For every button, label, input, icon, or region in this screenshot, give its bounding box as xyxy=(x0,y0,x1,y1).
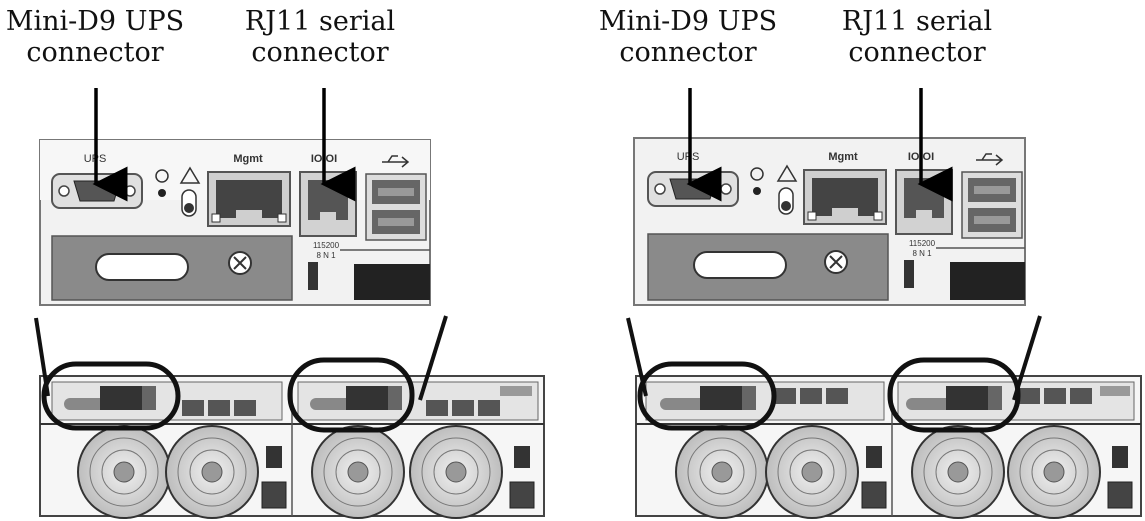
ground-icon xyxy=(750,167,764,181)
callout-rj11-right: RJ11 serial connector xyxy=(832,6,1002,68)
callout-ups-right: Mini-D9 UPS connector xyxy=(593,6,783,68)
power-inlet xyxy=(509,481,535,509)
callout-line: RJ11 serial xyxy=(244,6,396,37)
callout-line: connector xyxy=(619,37,757,68)
warning-icon xyxy=(179,166,201,184)
callout-line: connector xyxy=(848,37,986,68)
zoom-panel-left: UPS Mgmt IOIOI 115200 8 N 1 xyxy=(39,139,431,306)
ups-port-label: UPS xyxy=(677,151,700,163)
mgmt-port-label: Mgmt xyxy=(233,153,263,165)
callout-arrows xyxy=(92,88,953,202)
power-inlet xyxy=(1107,481,1133,509)
callout-rj11-left: RJ11 serial connector xyxy=(235,6,405,68)
zoom-lines-right xyxy=(626,315,1042,401)
power-inlet xyxy=(261,481,287,509)
callout-line: Mini-D9 UPS xyxy=(598,6,778,37)
usb-ports xyxy=(365,173,427,241)
callout-line: Mini-D9 UPS xyxy=(5,6,185,37)
chassis-right xyxy=(635,357,1142,519)
highlight-oval xyxy=(887,357,1021,433)
highlight-oval xyxy=(637,361,777,431)
rj11-serial-port xyxy=(299,171,357,237)
warning-icon xyxy=(776,164,798,182)
power-switch xyxy=(266,446,282,468)
ground-icon xyxy=(155,169,169,183)
mgmt-port-label: Mgmt xyxy=(828,151,858,163)
serial-settings-label: 8 N 1 xyxy=(912,249,932,258)
led-indicator xyxy=(753,187,761,195)
usb-icon xyxy=(382,155,410,168)
highlight-oval xyxy=(287,357,415,433)
callout-ups-left: Mini-D9 UPS connector xyxy=(0,6,190,68)
callout-line: connector xyxy=(251,37,389,68)
mgmt-ethernet-port xyxy=(803,169,887,225)
power-switch xyxy=(866,446,882,468)
zoom-panel-right: UPS Mgmt IOIOI 115200 8 N 1 xyxy=(633,137,1026,306)
power-switch xyxy=(1112,446,1128,468)
usb-icon xyxy=(976,153,1004,166)
power-inlet xyxy=(861,481,887,509)
mgmt-ethernet-port xyxy=(207,171,291,227)
power-switch xyxy=(514,446,530,468)
baud-rate-label: 115200 xyxy=(313,241,340,250)
baud-rate-label: 115200 xyxy=(909,239,936,248)
ups-connector xyxy=(647,171,739,207)
led-indicator xyxy=(158,189,166,197)
callout-line: RJ11 serial xyxy=(841,6,993,37)
callout-line: connector xyxy=(26,37,164,68)
usb-ports xyxy=(961,171,1023,239)
highlight-oval xyxy=(41,361,181,431)
zoom-lines-left xyxy=(34,315,448,401)
rj11-serial-port xyxy=(895,169,953,235)
chassis-left xyxy=(39,357,545,519)
serial-settings-label: 8 N 1 xyxy=(316,251,336,260)
